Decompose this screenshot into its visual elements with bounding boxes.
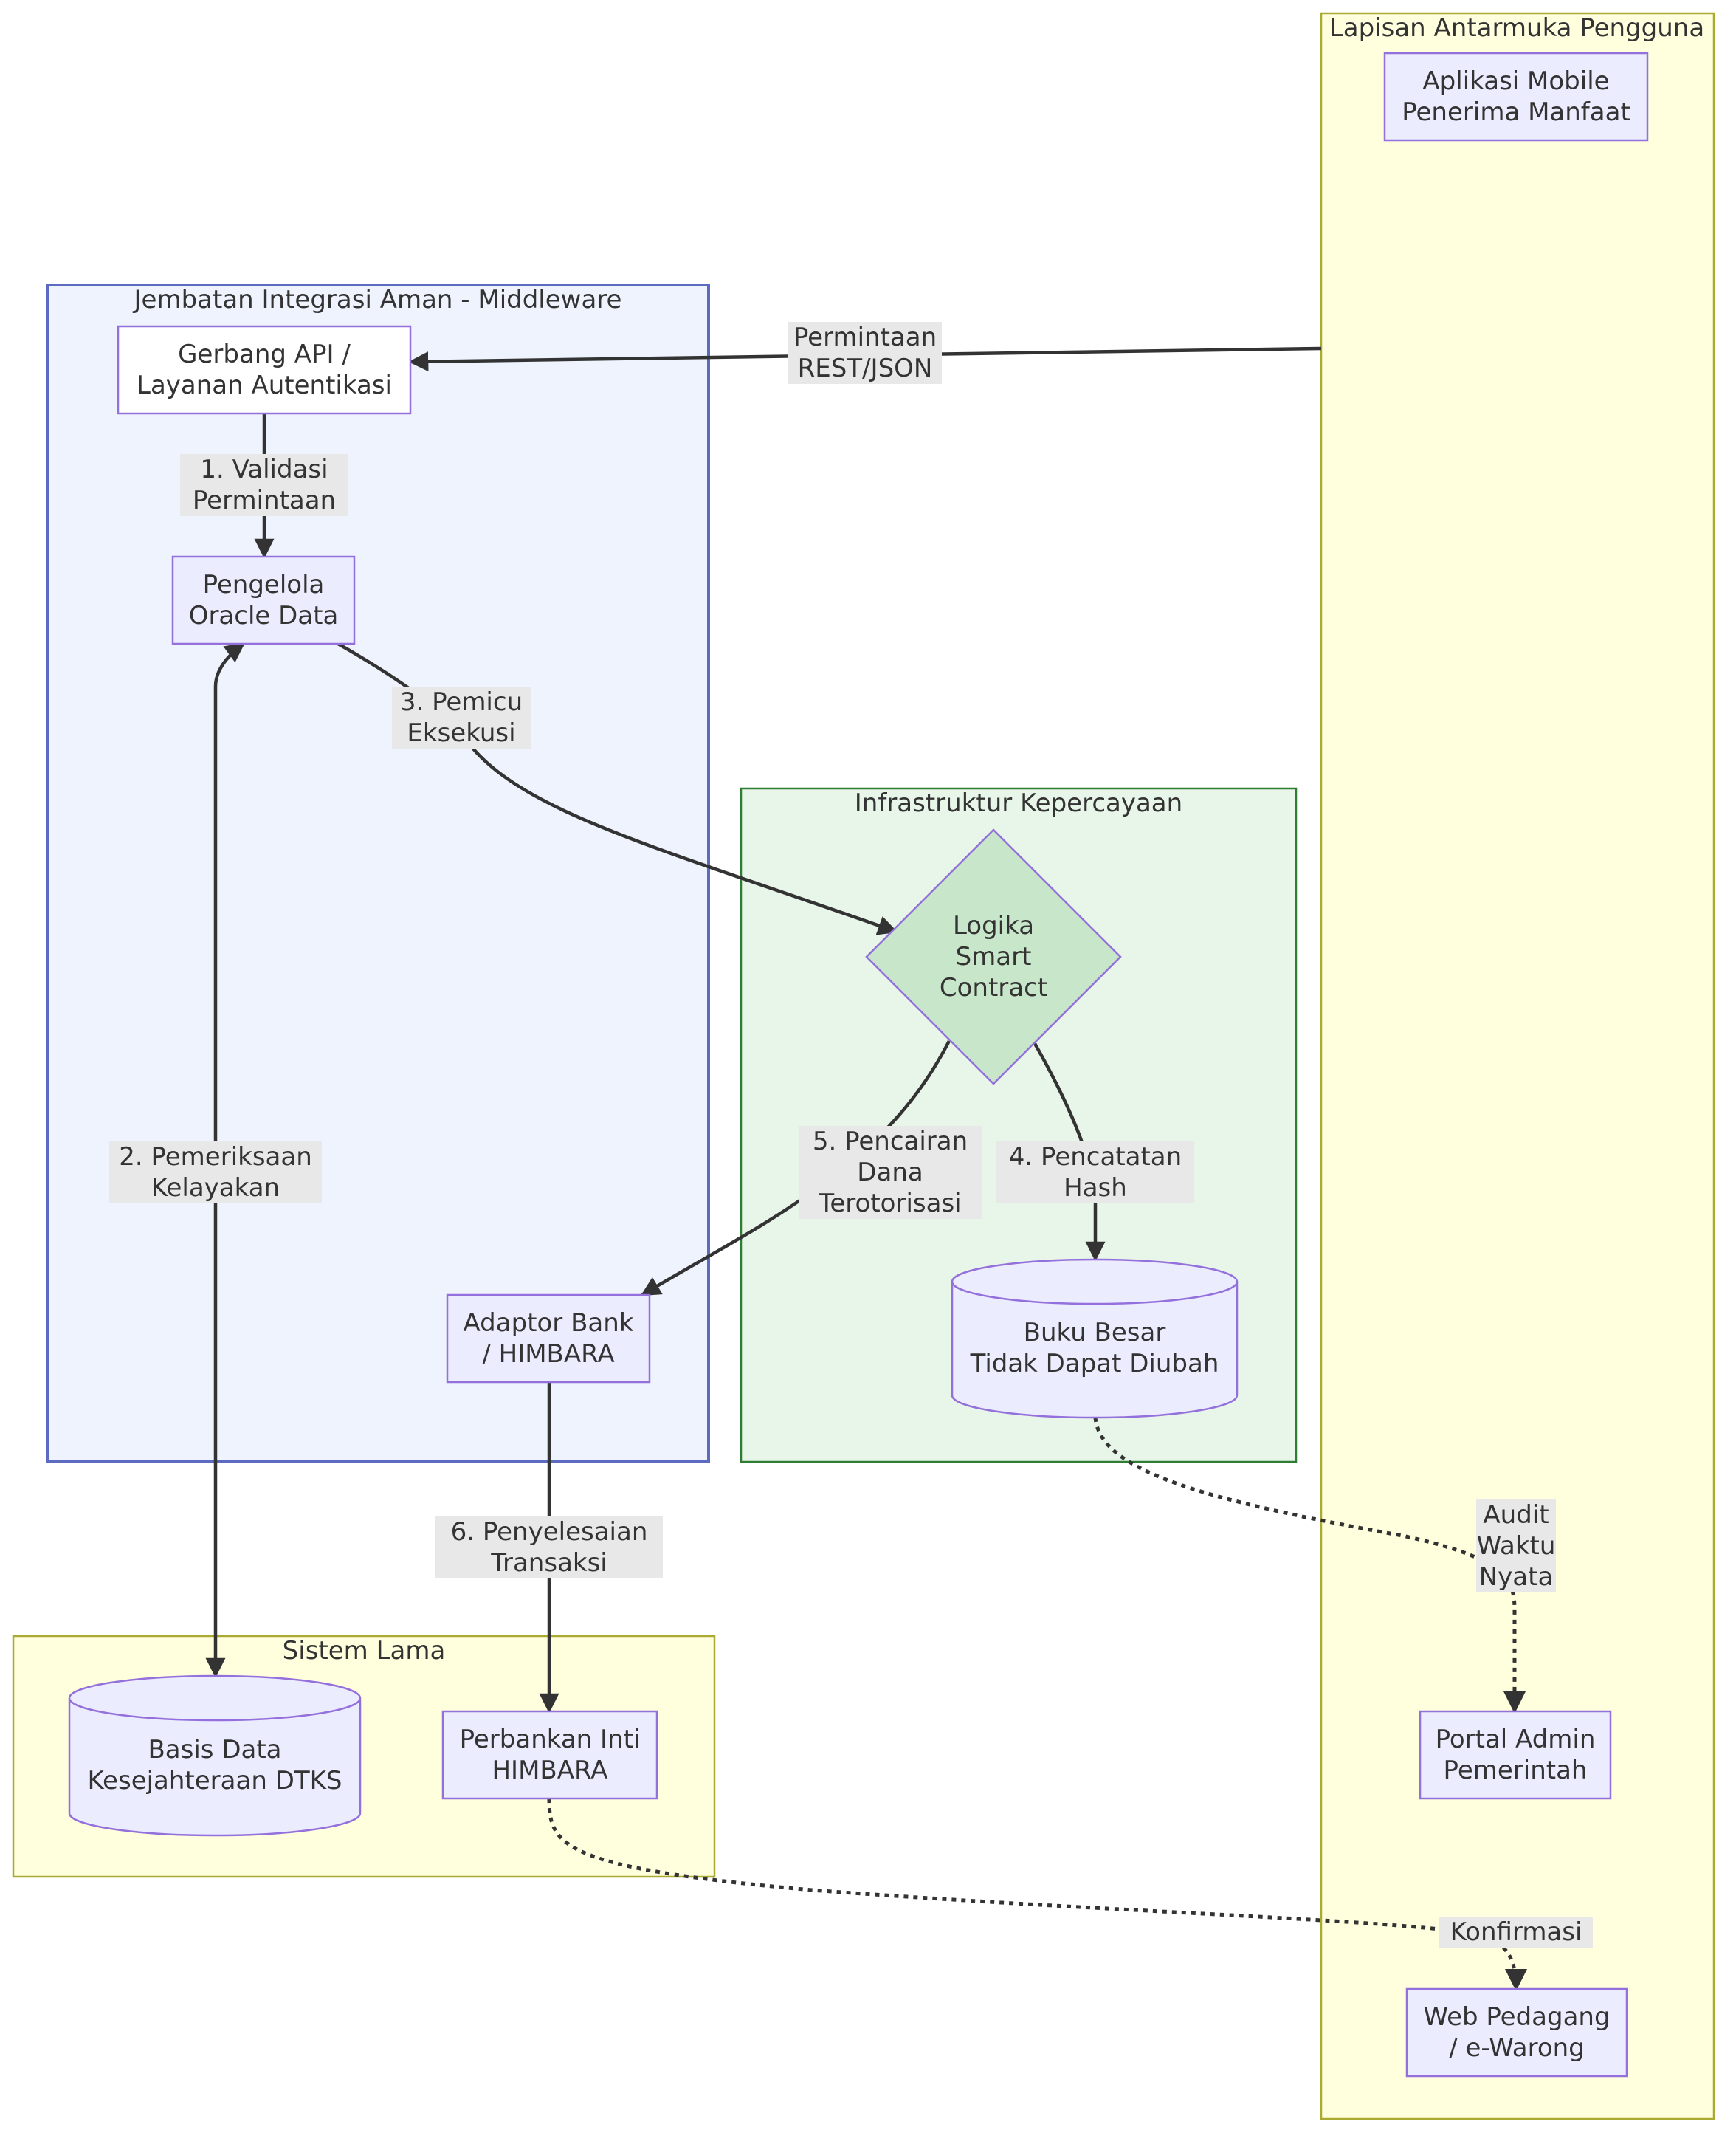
node-label: / e-Warong bbox=[1449, 2033, 1585, 2063]
node-label: Tidak Dapat Diubah bbox=[970, 1349, 1219, 1378]
node-label: Basis Data bbox=[148, 1735, 281, 1765]
edge-label-text: Terotorisasi bbox=[818, 1189, 961, 1218]
node-label: / HIMBARA bbox=[482, 1339, 614, 1369]
node-label: Layanan Autentikasi bbox=[137, 371, 392, 400]
cluster-middleware: Jembatan Integrasi Aman - Middleware bbox=[46, 284, 710, 1463]
edge-label-text: 1. Validasi bbox=[200, 455, 328, 484]
node-box bbox=[1419, 1710, 1612, 1800]
node-label: Portal Admin bbox=[1436, 1725, 1596, 1754]
node-cylinder bbox=[951, 1258, 1239, 1419]
edge-label-text: Dana bbox=[857, 1158, 923, 1187]
edge-label-text: Hash bbox=[1064, 1173, 1127, 1203]
node-label: HIMBARA bbox=[492, 1756, 607, 1785]
node-box bbox=[171, 555, 356, 645]
node-bank-adaptor[interactable]: Adaptor Bank/ HIMBARA bbox=[446, 1293, 651, 1384]
node-label: Gerbang API / bbox=[178, 340, 351, 369]
node-label: Contract bbox=[940, 973, 1047, 1003]
node-diamond bbox=[865, 828, 1122, 1085]
edge-label-text: Permintaan bbox=[793, 323, 937, 352]
node-box bbox=[441, 1710, 658, 1800]
node-label: Smart bbox=[956, 942, 1032, 972]
edge-label-bg bbox=[788, 322, 942, 384]
cluster-title: Sistem Lama bbox=[283, 1636, 446, 1666]
edge-label-text: Konfirmasi bbox=[1450, 1917, 1582, 1947]
node-box bbox=[446, 1293, 651, 1384]
node-api-gateway[interactable]: Gerbang API /Layanan Autentikasi bbox=[117, 325, 412, 415]
node-label: Kesejahteraan DTKS bbox=[87, 1766, 342, 1796]
node-label: Adaptor Bank bbox=[464, 1308, 634, 1338]
cluster-title: Lapisan Antarmuka Pengguna bbox=[1329, 13, 1704, 43]
node-label: Aplikasi Mobile bbox=[1422, 66, 1609, 96]
edge-label-bg bbox=[180, 454, 348, 516]
cluster-box bbox=[1320, 12, 1715, 2120]
cluster-title: Infrastruktur Kepercayaan bbox=[855, 788, 1182, 818]
edge-label-text: Audit bbox=[1483, 1500, 1549, 1530]
node-label: Logika bbox=[953, 911, 1034, 941]
node-box bbox=[117, 325, 412, 415]
cluster-title: Jembatan Integrasi Aman - Middleware bbox=[133, 285, 622, 315]
node-cylinder bbox=[68, 1674, 362, 1837]
edge-label-text: 2. Pemeriksaan bbox=[119, 1142, 312, 1172]
edge-label-text: Kelayakan bbox=[151, 1173, 280, 1203]
edge-label-bg bbox=[1439, 1917, 1593, 1948]
edge-label-text: 5. Pencairan bbox=[813, 1127, 968, 1156]
edge-label-text: Transaksi bbox=[490, 1548, 607, 1578]
node-box bbox=[1405, 1987, 1628, 2078]
edge-label-text: 6. Penyelesaian bbox=[451, 1517, 648, 1547]
edge-label-text: REST/JSON bbox=[798, 354, 933, 383]
node-merchant-web[interactable]: Web Pedagang/ e-Warong bbox=[1405, 1987, 1628, 2078]
edge-label-text: Waktu bbox=[1477, 1531, 1556, 1561]
edge-label-text: 4. Pencatatan bbox=[1009, 1142, 1182, 1172]
node-label: Penerima Manfaat bbox=[1402, 97, 1630, 127]
node-box bbox=[1383, 52, 1649, 142]
edge-label-text: 3. Pemicu bbox=[400, 687, 523, 717]
cluster-ui: Lapisan Antarmuka Pengguna bbox=[1320, 12, 1715, 2120]
edge-label-text: Nyata bbox=[1479, 1562, 1554, 1592]
edge-label-text: Eksekusi bbox=[407, 718, 515, 748]
edge-label-bg bbox=[799, 1126, 982, 1219]
edge-label-bg bbox=[435, 1516, 663, 1578]
node-label: Pemerintah bbox=[1444, 1756, 1588, 1785]
node-label: Pengelola bbox=[203, 570, 325, 599]
edge-label: Konfirmasi bbox=[1439, 1917, 1593, 1948]
edge-eligibility bbox=[205, 642, 246, 1678]
node-label: Web Pedagang bbox=[1423, 2002, 1610, 2032]
edge-label-bg bbox=[1476, 1499, 1556, 1592]
edge-label-bg bbox=[392, 687, 531, 749]
node-label: Oracle Data bbox=[189, 601, 339, 631]
edge-label-text: Permintaan bbox=[193, 486, 336, 515]
cluster-box bbox=[46, 284, 710, 1463]
edge-label-bg bbox=[996, 1141, 1194, 1203]
node-label: Perbankan Inti bbox=[460, 1725, 641, 1754]
edge-label-bg bbox=[109, 1141, 322, 1203]
node-label: Buku Besar bbox=[1024, 1318, 1166, 1347]
